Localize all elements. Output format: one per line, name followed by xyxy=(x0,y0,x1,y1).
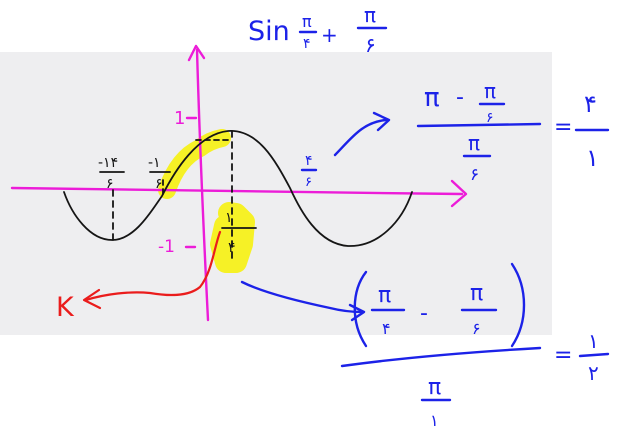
tick-left-num: -۱۴ xyxy=(98,155,118,171)
fr-pi: π xyxy=(424,83,440,113)
fb-paren-right xyxy=(510,262,526,348)
sine-curve xyxy=(63,130,413,247)
x-axis-arrowhead xyxy=(450,179,468,208)
arrow-to-right-formula xyxy=(333,118,388,157)
den-top-1: ۴ xyxy=(303,36,311,52)
formula-right: π - π ۶ π ۶ = ۴ ۱ xyxy=(416,79,610,185)
tick-left-den: ۶ xyxy=(106,176,114,192)
tick-right-den: ۴ xyxy=(228,240,236,256)
red-annotation: K xyxy=(56,230,222,323)
pi-top-2: π xyxy=(364,3,376,27)
y-label-top: 1 xyxy=(174,108,185,129)
fr-minus: - xyxy=(456,85,464,110)
y-axis-arrowhead xyxy=(187,44,206,62)
tick-far-right: ۴ xyxy=(305,153,313,169)
fb-main-bar xyxy=(340,346,542,368)
fb-result-den: ۲ xyxy=(588,361,599,385)
fb-equals: = xyxy=(554,343,572,368)
fb-result-num: ۱ xyxy=(588,329,599,353)
tick-mid-den: ۶ xyxy=(155,176,163,192)
red-label: K xyxy=(56,292,75,323)
top-expression: Sin π ۴ + π ۶ xyxy=(248,3,388,57)
y-label-bottom: -1 xyxy=(158,237,175,257)
fb-pi-2: π xyxy=(470,281,483,306)
y-axis-line xyxy=(195,48,210,322)
tick-right-num: ۱ xyxy=(225,210,233,226)
pi-top-1: π xyxy=(302,12,312,31)
x-axis-line xyxy=(10,186,464,196)
fb-pi-1: π xyxy=(378,283,391,308)
fr-result-den: ۱ xyxy=(586,144,599,172)
fr-den-inner: ۶ xyxy=(486,110,494,126)
fr-pi-inner: π xyxy=(484,79,496,103)
fr-den-bottom: ۶ xyxy=(470,165,479,185)
red-arrow xyxy=(84,230,222,302)
fb-minus: - xyxy=(420,301,428,326)
sin-text: Sin xyxy=(248,16,290,47)
tick-labels: -۱۴ ۶ -۱ ۶ ۱ ۴ ۴ ۶ xyxy=(98,153,318,256)
plus-top: + xyxy=(321,23,338,47)
arrow-to-bottom-formula xyxy=(240,280,364,314)
fb-den-2: ۶ xyxy=(472,319,481,338)
tick-far-right-den: ۶ xyxy=(305,175,312,190)
fr-pi-bottom: π xyxy=(468,131,480,155)
coordinate-axes: 1 -1 xyxy=(10,44,468,322)
tick-mid-num: -۱ xyxy=(148,155,161,171)
den-top-2: ۶ xyxy=(365,33,376,57)
fb-paren-left xyxy=(353,270,368,348)
dashed-guides xyxy=(112,130,233,259)
fb-pi-bottom: π xyxy=(428,375,441,400)
formula-bottom: π ۴ - π ۶ π ۱ = ۱ ۲ xyxy=(340,262,610,430)
fb-den-1: ۴ xyxy=(382,319,391,338)
fr-equals: = xyxy=(554,115,572,140)
fr-result-num: ۴ xyxy=(584,90,597,118)
fb-den-bottom: ۱ xyxy=(430,411,439,430)
